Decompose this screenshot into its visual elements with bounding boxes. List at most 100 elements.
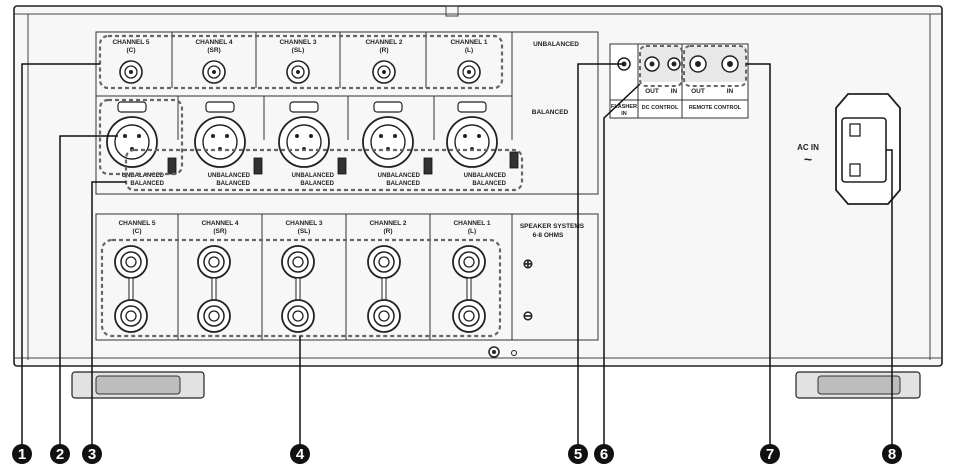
svg-text:5: 5	[574, 446, 582, 463]
svg-text:CHANNEL 1: CHANNEL 1	[453, 220, 490, 227]
svg-text:7: 7	[766, 446, 774, 463]
callout-3: 3	[82, 444, 102, 464]
svg-text:2: 2	[56, 446, 64, 463]
xlr-input-ch3: UNBALANCED BALANCED	[263, 96, 347, 187]
dc-control-label: DC CONTROL	[642, 105, 679, 111]
speaker-section-label: SPEAKER SYSTEMS	[520, 223, 585, 230]
rca-input-ch1: CHANNEL 1 (L)	[450, 39, 488, 84]
speaker-terminal-ch5: CHANNEL 5 (C)	[114, 220, 156, 333]
xlr-input-ch4: UNBALANCED BALANCED	[177, 96, 263, 187]
xlr-input-ch1: UNBALANCED BALANCED	[433, 96, 519, 187]
rca-ch3-label: CHANNEL 3	[279, 39, 316, 46]
rca-input-ch3: CHANNEL 3 (SL)	[279, 32, 341, 88]
switch-ch5-bottom: BALANCED	[130, 181, 164, 187]
chassis-top-tab	[445, 5, 459, 17]
rca-ch5-label: CHANNEL 5	[112, 39, 149, 46]
rca-input-ch5: CHANNEL 5 (C)	[112, 32, 173, 88]
switch-ch4-top: UNBALANCED	[208, 173, 251, 179]
switch-ch1[interactable]	[509, 151, 519, 169]
speaker-plus-symbol: ⊕	[523, 256, 534, 271]
balanced-section-label: BALANCED	[532, 109, 569, 116]
svg-text:1: 1	[18, 446, 26, 463]
callout-7: 7	[760, 444, 780, 464]
svg-text:8: 8	[888, 446, 896, 463]
switch-ch4-bottom: BALANCED	[216, 181, 250, 187]
ground-screw	[511, 350, 517, 356]
svg-text:CHANNEL 5: CHANNEL 5	[118, 220, 155, 227]
callout-6: 6	[594, 444, 614, 464]
remote-in-label: IN	[727, 88, 734, 95]
rca-ch2-sub: (R)	[379, 47, 388, 54]
flasher-label: FLASHER	[611, 104, 637, 110]
rca-input-ch2: CHANNEL 2 (R)	[365, 32, 427, 88]
xlr-input-ch5: UNBALANCED BALANCED	[106, 101, 177, 187]
speaker-terminal-ch1: CHANNEL 1 (L)	[452, 220, 491, 333]
switch-ch2-top: UNBALANCED	[378, 173, 421, 179]
remote-control-label: REMOTE CONTROL	[689, 105, 742, 111]
speaker-post-minus-ch3[interactable]	[281, 299, 315, 333]
speaker-post-plus-ch5[interactable]	[114, 245, 148, 279]
speaker-post-minus-ch5[interactable]	[114, 299, 148, 333]
switch-ch3[interactable]	[337, 157, 347, 175]
speaker-post-minus-ch2[interactable]	[367, 299, 401, 333]
callout-8: 8	[882, 444, 902, 464]
switch-highlight	[124, 148, 524, 192]
speaker-post-plus-ch3[interactable]	[281, 245, 315, 279]
rca-ch1-label: CHANNEL 1	[450, 39, 487, 46]
unbalanced-section-label: UNBALANCED	[533, 41, 579, 48]
ac-symbol: ~	[804, 151, 812, 167]
ac-inlet-socket[interactable]	[841, 117, 887, 183]
switch-ch5-top: UNBALANCED	[122, 173, 165, 179]
speaker-minus-symbol: ⊖	[523, 308, 534, 323]
callout-1: 1	[12, 444, 32, 464]
left-foot-pad	[95, 375, 181, 395]
svg-text:CHANNEL 3: CHANNEL 3	[285, 220, 322, 227]
speaker-post-plus-ch1[interactable]	[452, 245, 486, 279]
switch-ch4[interactable]	[253, 157, 263, 175]
rca-input-ch4: CHANNEL 4 (SR)	[195, 32, 257, 88]
speaker-post-plus-ch2[interactable]	[367, 245, 401, 279]
ac-in-label: AC IN	[797, 143, 819, 152]
dc-in-label: IN	[671, 88, 678, 95]
speaker-post-plus-ch4[interactable]	[197, 245, 231, 279]
svg-text:(SL): (SL)	[298, 228, 311, 235]
xlr-input-ch2: UNBALANCED BALANCED	[347, 96, 433, 187]
input-panel	[95, 31, 599, 195]
speaker-impedance-label: 6-8 OHMS	[533, 232, 564, 239]
speaker-terminal-ch4: CHANNEL 4 (SR)	[197, 220, 239, 333]
callout-4: 4	[290, 444, 310, 464]
switch-ch3-top: UNBALANCED	[292, 173, 335, 179]
rca-ch2-label: CHANNEL 2	[365, 39, 402, 46]
svg-text:(L): (L)	[468, 228, 476, 235]
switch-ch2[interactable]	[423, 157, 433, 175]
svg-text:(SR): (SR)	[213, 228, 226, 235]
right-foot-pad	[817, 375, 901, 395]
speaker-post-minus-ch4[interactable]	[197, 299, 231, 333]
flasher-in-label: IN	[621, 111, 627, 117]
speaker-highlight	[100, 238, 502, 338]
unbalanced-highlight	[98, 34, 504, 90]
switch-ch2-bottom: BALANCED	[386, 181, 420, 187]
callout-2: 2	[50, 444, 70, 464]
speaker-post-minus-ch1[interactable]	[452, 299, 486, 333]
rca-ch4-sub: (SR)	[207, 47, 220, 54]
rca-ch3-sub: (SL)	[292, 47, 305, 54]
speaker-terminal-ch3: CHANNEL 3 (SL)	[281, 220, 323, 333]
svg-text:(C): (C)	[132, 228, 141, 235]
rca-ch1-sub: (L)	[465, 47, 473, 54]
dc-control-highlight	[639, 45, 683, 87]
switch-ch1-bottom: BALANCED	[472, 181, 506, 187]
svg-text:4: 4	[296, 446, 305, 463]
svg-text:6: 6	[600, 446, 608, 463]
svg-text:CHANNEL 2: CHANNEL 2	[369, 220, 406, 227]
speaker-panel	[95, 213, 599, 341]
balanced-highlight	[98, 98, 184, 176]
remote-control-highlight	[683, 45, 747, 87]
svg-text:3: 3	[88, 446, 96, 463]
switch-ch5[interactable]	[167, 157, 177, 175]
rca-ch4-label: CHANNEL 4	[195, 39, 232, 46]
switch-ch3-bottom: BALANCED	[300, 181, 334, 187]
svg-text:(R): (R)	[383, 228, 392, 235]
